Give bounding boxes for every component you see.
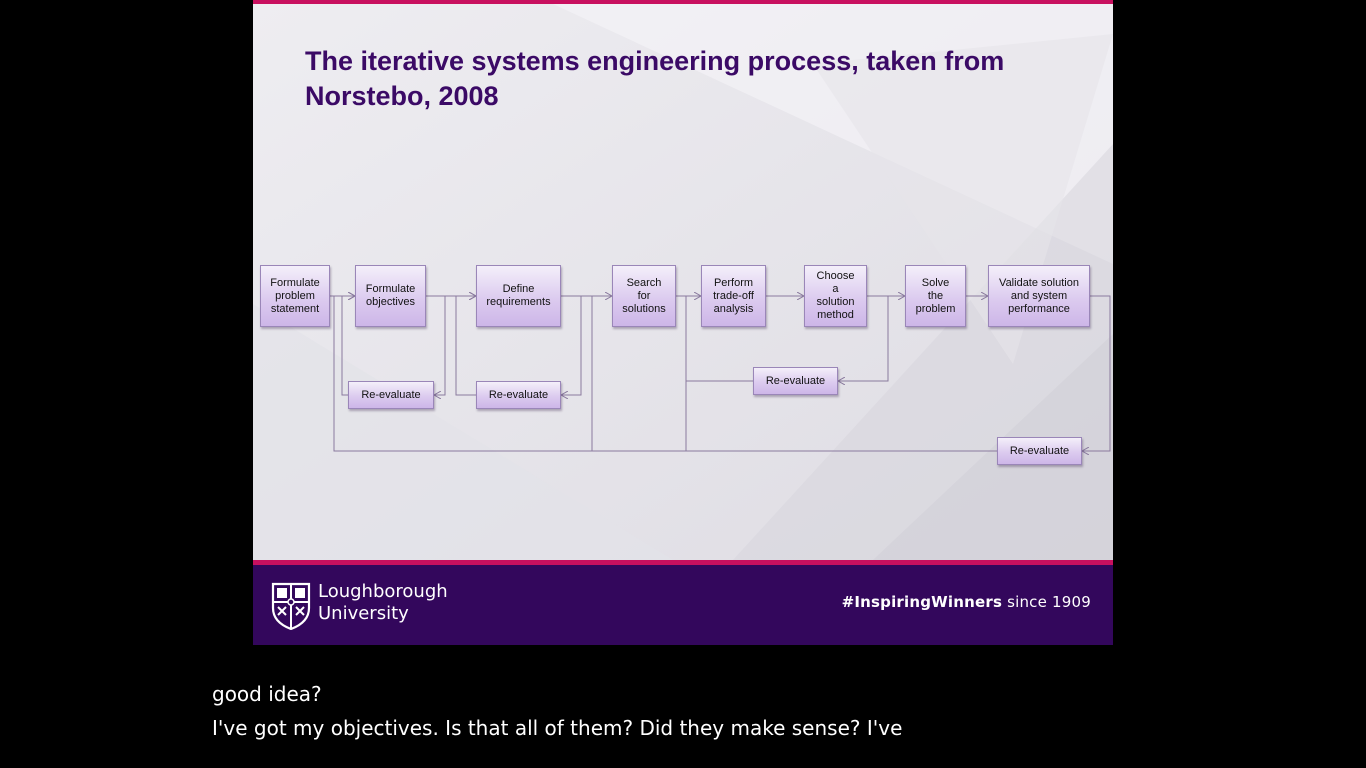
re-evaluate-requirements: Re-evaluate <box>476 381 561 409</box>
video-captions: good idea? I've got my objectives. Is th… <box>212 677 902 745</box>
caption-line-1: good idea? <box>212 682 322 706</box>
university-name-line2: University <box>318 603 409 624</box>
slide-top-accent-bar <box>253 0 1113 4</box>
tagline-since: since 1909 <box>1002 593 1091 611</box>
step-choose-solution-method: Choose a solution method <box>804 265 867 327</box>
footer-tagline: #InspiringWinners since 1909 <box>842 593 1091 611</box>
step-solve-the-problem: Solve the problem <box>905 265 966 327</box>
caption-line-2: I've got my objectives. Is that all of t… <box>212 716 903 740</box>
re-evaluate-solution-method: Re-evaluate <box>753 367 838 395</box>
step-search-for-solutions: Search for solutions <box>612 265 676 327</box>
slide-footer: Loughborough University #InspiringWinner… <box>253 565 1113 645</box>
process-flow-connectors <box>330 0 1111 560</box>
step-validate-solution: Validate solution and system performance <box>988 265 1090 327</box>
presentation-slide: The iterative systems engineering proces… <box>253 0 1113 645</box>
step-perform-trade-off-analysis: Perform trade-off analysis <box>701 265 766 327</box>
step-define-requirements: Define requirements <box>476 265 561 327</box>
slide-title: The iterative systems engineering proces… <box>305 46 1005 111</box>
step-formulate-objectives: Formulate objectives <box>355 265 426 327</box>
university-name: Loughborough University <box>318 581 448 625</box>
footer-accent-line <box>253 560 1113 565</box>
university-name-line1: Loughborough <box>318 581 448 602</box>
re-evaluate-objectives: Re-evaluate <box>348 381 434 409</box>
re-evaluate-validation: Re-evaluate <box>997 437 1082 465</box>
step-formulate-problem-statement: Formulate problem statement <box>260 265 330 327</box>
tagline-hashtag: #InspiringWinners <box>841 593 1003 611</box>
university-crest-icon <box>271 582 311 630</box>
